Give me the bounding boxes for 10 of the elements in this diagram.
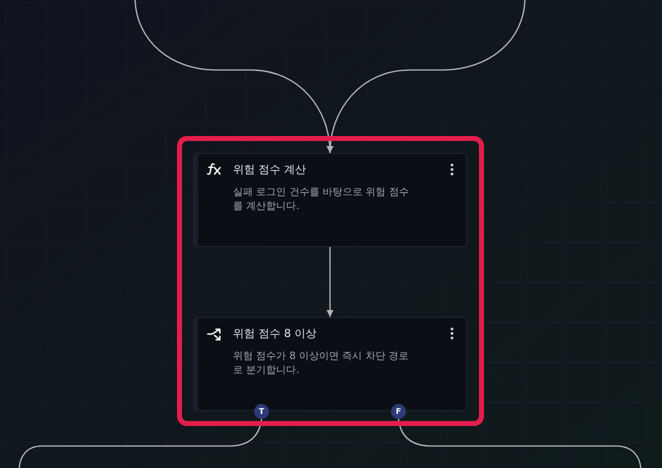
node-title: 위험 점수 계산 xyxy=(233,163,306,177)
connector-line xyxy=(18,418,262,468)
node-title: 위험 점수 8 이상 xyxy=(233,327,316,341)
connector-line xyxy=(398,418,642,468)
node-description: 위험 점수가 8 이상이면 즉시 차단 경로로 분기합니다. xyxy=(233,350,410,378)
function-node-card xyxy=(193,153,467,247)
node-description: 실패 로그인 건수를 바탕으로 위험 점수를 계산합니다. xyxy=(233,186,410,214)
connector-arrow xyxy=(326,247,334,317)
selection-highlight xyxy=(177,136,484,426)
connector-arrow xyxy=(326,0,526,154)
